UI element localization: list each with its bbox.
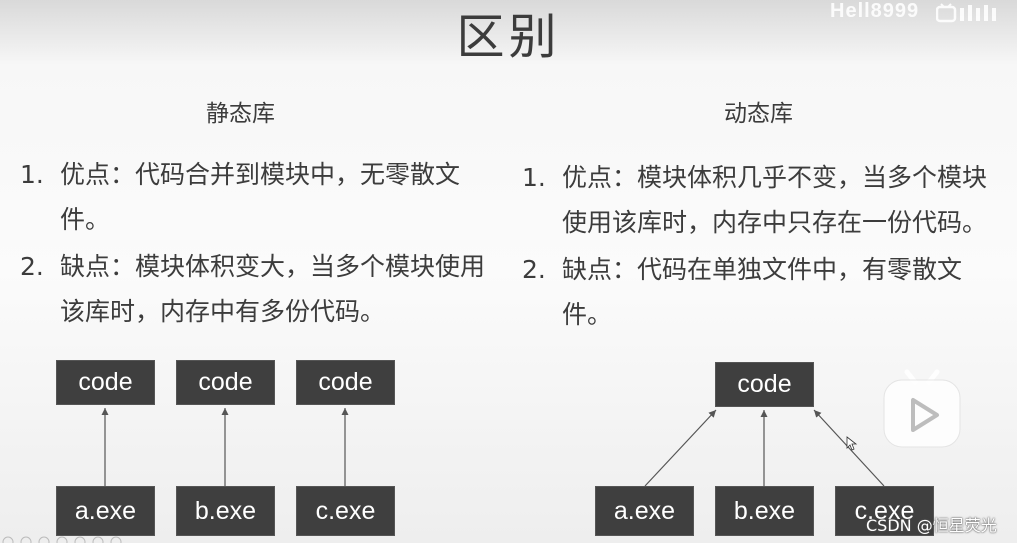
list-number: 2. <box>20 252 44 281</box>
list-item: 2. 缺点：模块体积变大，当多个模块使用该库时，内存中有多份代码。 <box>20 244 500 334</box>
static-exe-box-a: a.exe <box>56 486 155 536</box>
static-code-box: code <box>176 360 275 405</box>
dynamic-lib-heading: 动态库 <box>724 101 793 127</box>
slide-title: 区别 <box>456 9 561 65</box>
list-text: 优点：代码合并到模块中，无零散文件。 <box>60 160 461 234</box>
list-item: 2. 缺点：代码在单独文件中，有零散文件。 <box>522 247 1007 337</box>
watermark-text: Hell8999 <box>830 0 920 22</box>
list-text: 优点：模块体积几乎不变，当多个模块使用该库时，内存中只存在一份代码。 <box>562 163 988 237</box>
static-lib-list: 1. 优点：代码合并到模块中，无零散文件。 2. 缺点：模块体积变大，当多个模块… <box>20 152 500 336</box>
list-number: 1. <box>20 160 44 189</box>
static-lib-heading: 静态库 <box>206 101 275 127</box>
csdn-watermark: CSDN @恒星荧光 <box>866 516 997 535</box>
bilibili-logo-icon <box>935 2 1006 30</box>
dynamic-lib-list: 1. 优点：模块体积几乎不变，当多个模块使用该库时，内存中只存在一份代码。 2.… <box>522 155 1007 339</box>
list-item: 1. 优点：代码合并到模块中，无零散文件。 <box>20 152 500 242</box>
list-number: 2. <box>522 255 546 284</box>
mouse-cursor-icon <box>846 436 858 456</box>
list-text: 缺点：模块体积变大，当多个模块使用该库时，内存中有多份代码。 <box>60 252 486 326</box>
static-exe-box-c: c.exe <box>296 486 395 536</box>
list-number: 1. <box>522 163 546 192</box>
dynamic-exe-box-c: c.exe <box>835 486 934 536</box>
static-exe-box-b: b.exe <box>176 486 275 536</box>
dynamic-arrow-a <box>644 409 717 487</box>
dynamic-exe-box-b: b.exe <box>715 486 814 536</box>
progress-dots-icon <box>2 536 122 543</box>
dynamic-code-box: code <box>715 362 814 407</box>
static-code-box: code <box>56 360 155 405</box>
static-code-box: code <box>296 360 395 405</box>
dynamic-arrow-c <box>813 409 885 487</box>
play-button-icon[interactable] <box>881 366 963 450</box>
list-text: 缺点：代码在单独文件中，有零散文件。 <box>562 255 963 329</box>
dynamic-exe-box-a: a.exe <box>595 486 694 536</box>
list-item: 1. 优点：模块体积几乎不变，当多个模块使用该库时，内存中只存在一份代码。 <box>522 155 1007 245</box>
